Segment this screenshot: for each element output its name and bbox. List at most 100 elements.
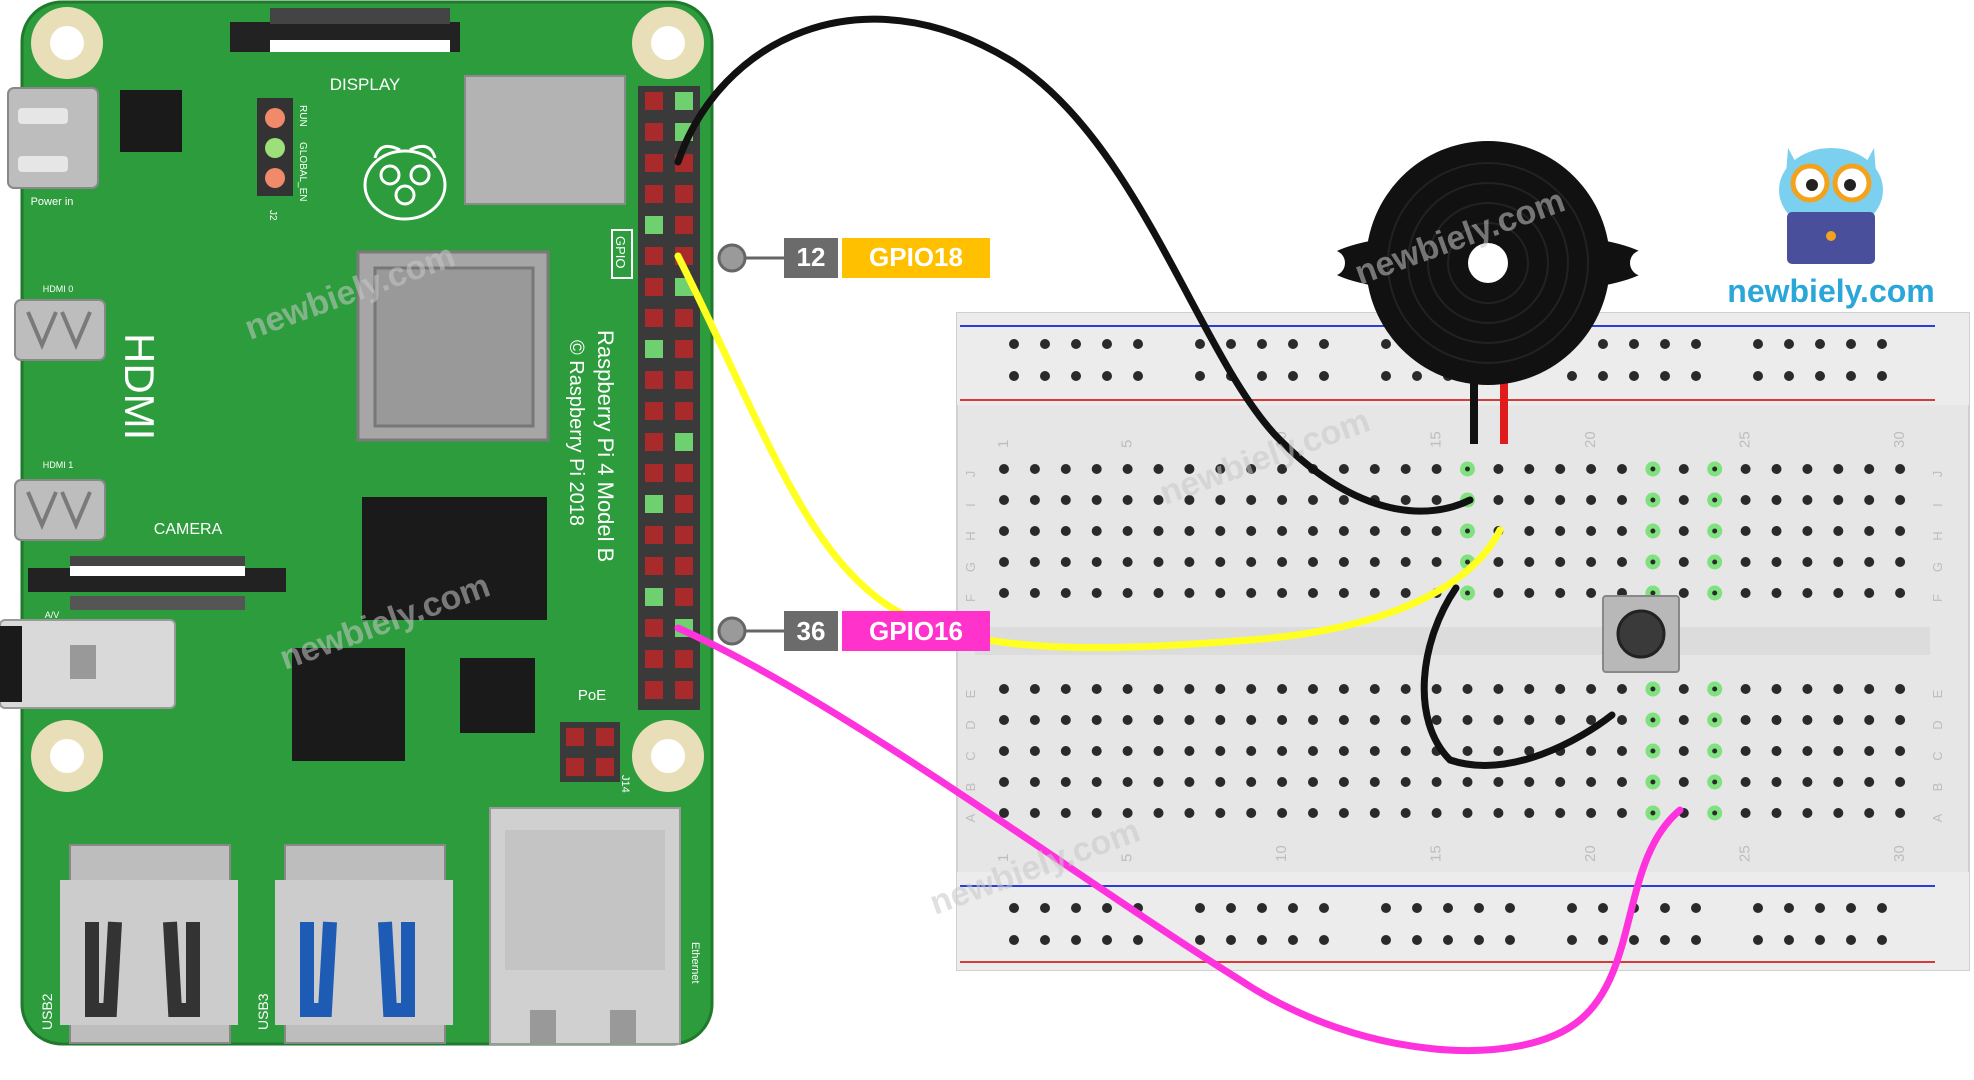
breadboard-hole (1091, 808, 1102, 818)
rail-hole (1815, 935, 1825, 945)
row-letter: J (1930, 471, 1945, 478)
rail-hole (1288, 339, 1298, 349)
newbiely-logo: newbiely.com (1727, 148, 1935, 309)
rail-hole (1660, 371, 1670, 381)
rail-hole (1846, 371, 1856, 381)
gpio-pin (645, 123, 663, 141)
breadboard-hole (1246, 495, 1257, 505)
breadboard-hole (1277, 588, 1288, 598)
breadboard-hole (1338, 777, 1349, 787)
breadboard-hole (1678, 715, 1689, 725)
breadboard-hole (1802, 557, 1813, 567)
breadboard-hole (1184, 588, 1195, 598)
breadboard-hole (1369, 526, 1380, 536)
breadboard-hole (1707, 492, 1723, 508)
breadboard-hole (1771, 588, 1782, 598)
row-letter: B (963, 783, 978, 792)
rail-hole (1133, 371, 1143, 381)
usb3-label: USB3 (255, 993, 271, 1030)
breadboard-hole (1707, 774, 1723, 790)
breadboard-hole (1091, 777, 1102, 787)
breadboard-hole (1122, 588, 1133, 598)
breadboard-hole (1771, 526, 1782, 536)
breadboard-hole (1122, 746, 1133, 756)
breadboard-hole (1645, 492, 1661, 508)
rail-hole (1102, 935, 1112, 945)
rail-hole (1009, 371, 1019, 381)
rail-hole (1877, 371, 1887, 381)
breadboard-hole (1645, 743, 1661, 759)
breadboard-hole (1338, 495, 1349, 505)
breadboard-hole (1091, 526, 1102, 536)
breadboard-hole (1833, 557, 1844, 567)
breadboard-hole (999, 777, 1009, 787)
breadboard-hole (1645, 523, 1661, 539)
breadboard-hole (1524, 746, 1535, 756)
row-letter: D (1930, 720, 1945, 729)
breadboard-hole (1431, 557, 1442, 567)
breadboard-hole (1153, 557, 1164, 567)
breadboard-hole (1091, 684, 1102, 694)
soc-chip (356, 250, 550, 442)
breadboard-hole (1740, 746, 1751, 756)
gpio-pin (645, 557, 663, 575)
chip-small-bottom (460, 658, 535, 733)
breadboard-hole (1802, 526, 1813, 536)
breadboard-hole (1895, 464, 1906, 474)
column-number-bottom: 30 (1891, 845, 1908, 862)
breadboard-hole (1369, 557, 1380, 567)
breadboard-hole (1308, 715, 1318, 725)
breadboard-hole (1707, 554, 1723, 570)
rail-hole (1660, 903, 1670, 913)
breadboard-hole (1555, 808, 1566, 818)
rail-hole (1102, 339, 1112, 349)
breadboard-hole (1029, 777, 1040, 787)
breadboard-hole (1833, 464, 1844, 474)
rail-hole (1226, 903, 1236, 913)
breadboard-hole (1462, 715, 1473, 725)
rail-hole (1412, 935, 1422, 945)
breadboard-hole (1771, 464, 1782, 474)
gpio-pin (645, 216, 663, 234)
j2-label: J2 (267, 210, 278, 221)
breadboard-hole (1586, 495, 1597, 505)
breadboard-hole (1060, 495, 1071, 505)
gpio-label-box: GPIO (611, 229, 633, 279)
breadboard-hole (1215, 495, 1226, 505)
rail-hole (1815, 339, 1825, 349)
column-number-bottom: 15 (1428, 845, 1445, 862)
gpio-pin (645, 247, 663, 265)
breadboard-hole (1215, 777, 1226, 787)
gpio-pin (645, 309, 663, 327)
camera-label: CAMERA (154, 521, 223, 538)
breadboard-hole (1460, 523, 1475, 539)
breadboard-hole (1246, 746, 1257, 756)
breadboard-hole (1060, 808, 1071, 818)
breadboard-hole (1645, 712, 1661, 728)
rail-hole (1660, 339, 1670, 349)
breadboard-hole (1091, 495, 1102, 505)
gpio-pin (645, 185, 663, 203)
ethernet-port (489, 807, 681, 1045)
breadboard-hole (1833, 746, 1844, 756)
column-number-bottom: 10 (1273, 845, 1290, 862)
breadboard-hole (1617, 495, 1627, 505)
breadboard-hole (1524, 495, 1535, 505)
rail-hole (1381, 935, 1391, 945)
wifi-shield (464, 75, 626, 205)
breadboard-hole (1060, 557, 1071, 567)
breadboard-hole (1802, 495, 1813, 505)
gpio-pin (675, 464, 693, 482)
rail-hole (1784, 371, 1794, 381)
breadboard-hole (1864, 715, 1875, 725)
breadboard-hole (1215, 808, 1226, 818)
breadboard-hole (1029, 464, 1040, 474)
breadboard-hole (1802, 746, 1813, 756)
breadboard-hole (1277, 715, 1288, 725)
breadboard-hole (1740, 464, 1751, 474)
rail-hole (1598, 903, 1608, 913)
rail-hole (1877, 903, 1887, 913)
column-number-bottom: 25 (1737, 845, 1754, 862)
breadboard-hole (1277, 684, 1288, 694)
breadboard-hole (1091, 464, 1102, 474)
